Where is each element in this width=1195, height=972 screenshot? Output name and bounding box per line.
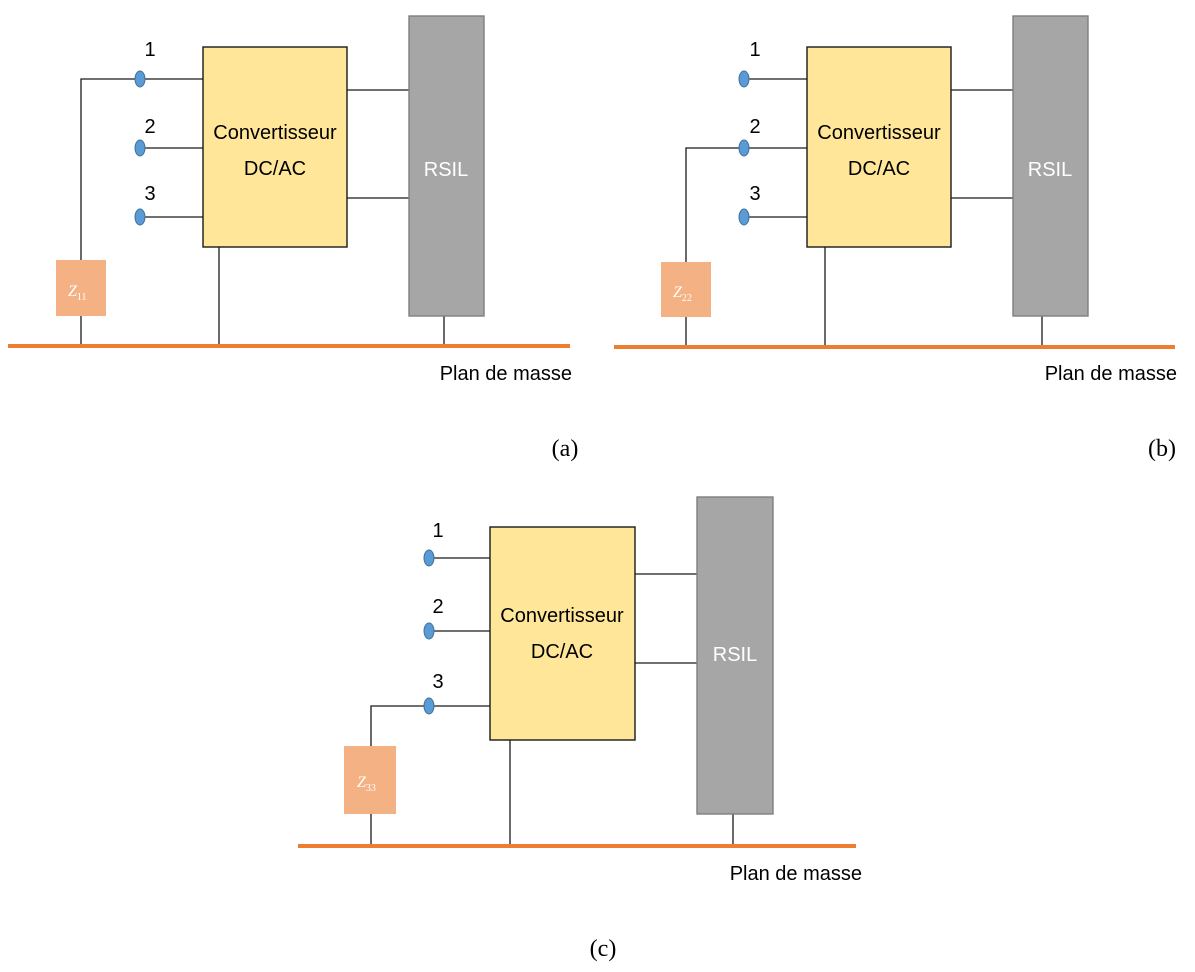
terminal-label-3: 3 <box>749 183 760 205</box>
converter-label-line2: DC/AC <box>531 641 593 663</box>
impedance-wire-top <box>80 78 140 260</box>
terminal-label-2: 2 <box>749 116 760 138</box>
converter-label-line1: Convertisseur <box>500 605 624 627</box>
impedance-block <box>661 262 711 317</box>
converter-block <box>489 526 636 741</box>
diagram-c: Convertisseur DC/AC RSIL 1 2 3 Z33 Plan … <box>298 496 862 962</box>
ground-plane-label: Plan de masse <box>440 363 572 385</box>
diagram-b: Convertisseur DC/AC RSIL 1 2 3 Z22 Plan … <box>614 15 1177 462</box>
caption-a: (a) <box>552 436 579 462</box>
converter-label-line2: DC/AC <box>848 158 910 180</box>
impedance-label: Z33 <box>357 774 376 794</box>
converter-label-line2: DC/AC <box>244 158 306 180</box>
impedance-label: Z22 <box>673 284 692 304</box>
impedance-wire-top <box>370 705 429 746</box>
terminal-label-2: 2 <box>432 596 443 618</box>
converter-block <box>806 46 952 248</box>
diagram-a: Convertisseur DC/AC RSIL 1 2 3 Z11 Plan … <box>8 15 579 462</box>
terminal-3 <box>134 208 146 226</box>
ground-plane-label: Plan de masse <box>1045 363 1177 385</box>
rsil-block <box>408 15 485 317</box>
caption-c: (c) <box>590 936 617 962</box>
rsil-label: RSIL <box>713 644 757 666</box>
terminal-label-3: 3 <box>432 671 443 693</box>
impedance-label: Z11 <box>68 283 87 303</box>
terminal-3 <box>423 697 435 715</box>
rsil-label: RSIL <box>424 159 468 181</box>
terminal-1 <box>423 549 435 567</box>
terminal-label-1: 1 <box>749 39 760 61</box>
converter-label-line1: Convertisseur <box>817 122 941 144</box>
impedance-block <box>56 260 106 316</box>
terminal-3 <box>738 208 750 226</box>
terminal-2 <box>134 139 146 157</box>
rsil-block <box>1012 15 1089 317</box>
terminal-2 <box>423 622 435 640</box>
terminal-label-1: 1 <box>432 520 443 542</box>
impedance-wire-top <box>685 147 744 262</box>
impedance-block <box>344 746 396 814</box>
rsil-label: RSIL <box>1028 159 1072 181</box>
converter-block <box>202 46 348 248</box>
terminal-label-2: 2 <box>144 116 155 138</box>
caption-b: (b) <box>1148 436 1176 462</box>
terminal-label-3: 3 <box>144 183 155 205</box>
terminal-1 <box>134 70 146 88</box>
ground-plane-label: Plan de masse <box>730 863 862 885</box>
rsil-block <box>696 496 774 815</box>
terminal-2 <box>738 139 750 157</box>
terminal-1 <box>738 70 750 88</box>
converter-label-line1: Convertisseur <box>213 122 337 144</box>
terminal-label-1: 1 <box>144 39 155 61</box>
